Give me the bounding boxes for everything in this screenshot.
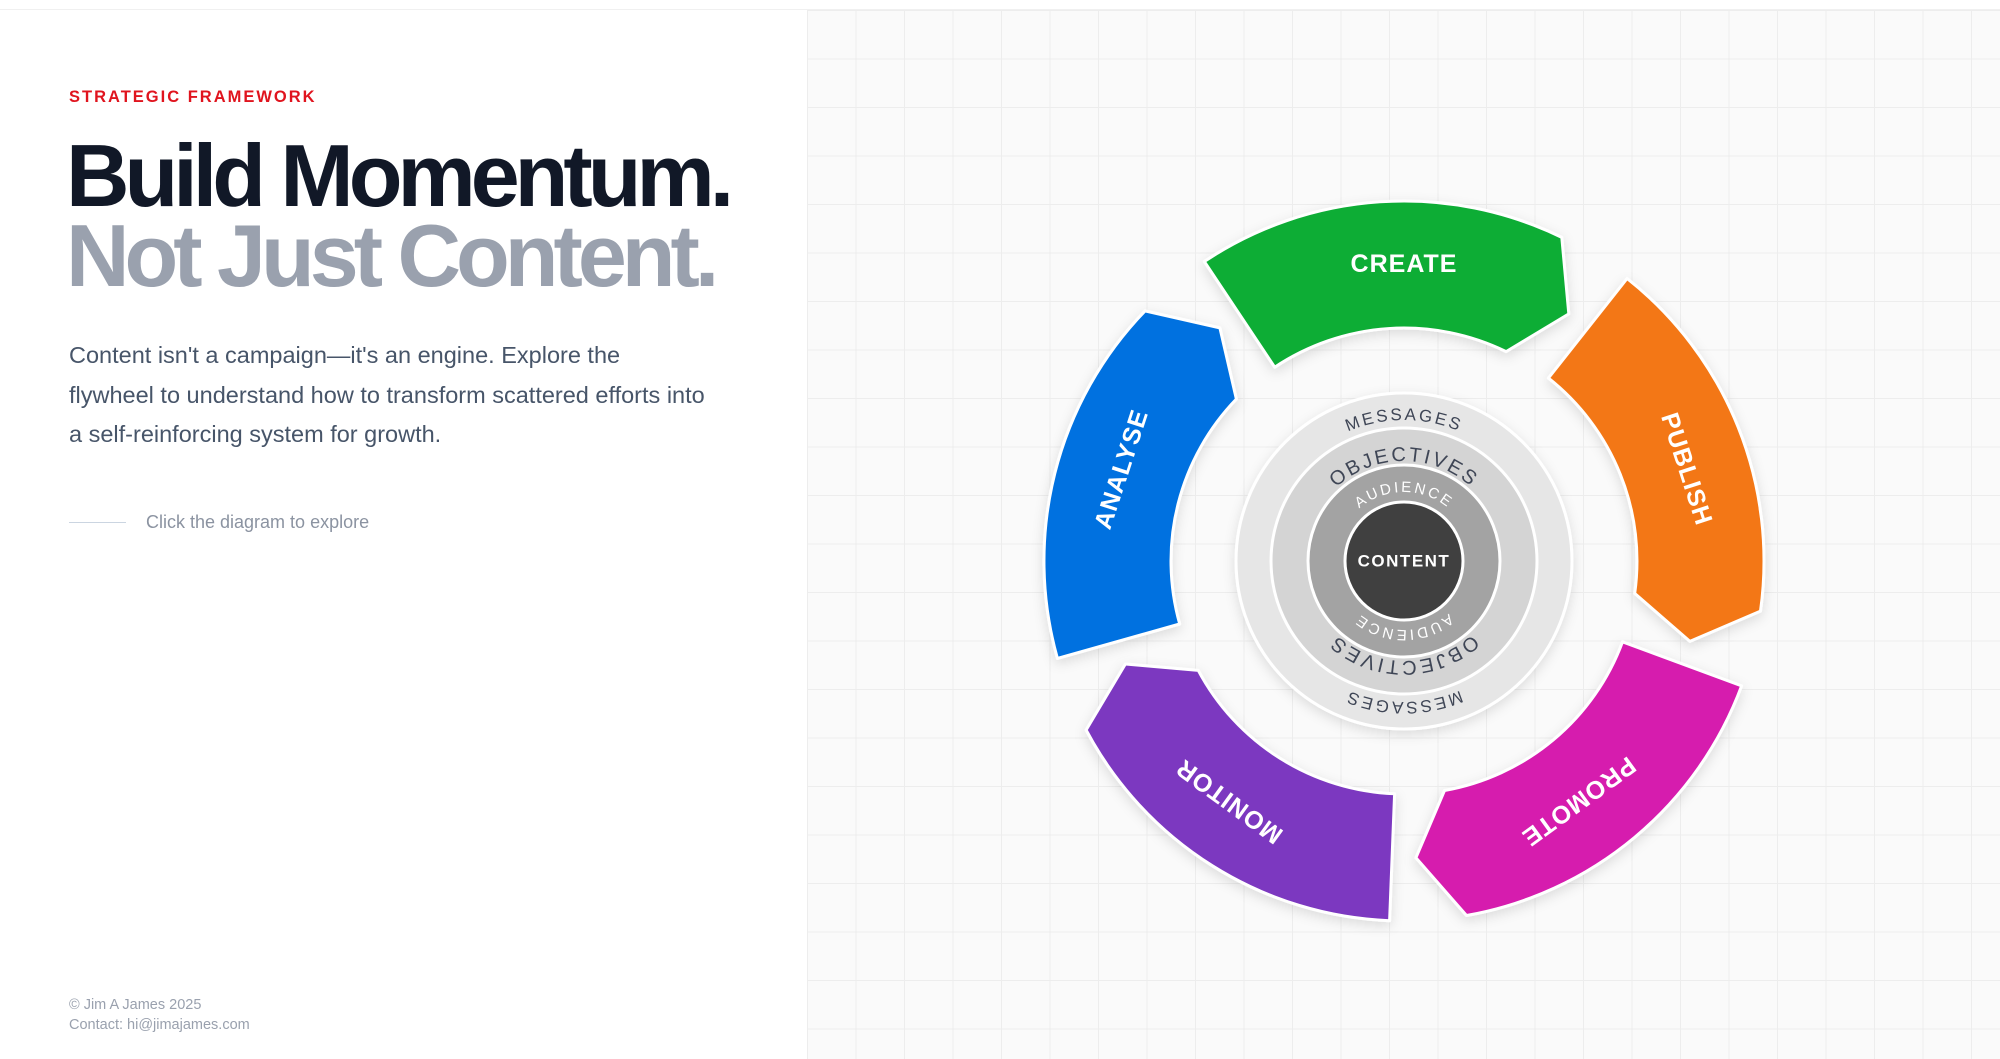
explore-hint: Click the diagram to explore xyxy=(69,512,369,533)
eyebrow-label: STRATEGIC FRAMEWORK xyxy=(69,88,317,106)
headline-line-1: Build Momentum. xyxy=(66,126,734,225)
core-circle[interactable] xyxy=(1343,500,1465,622)
segment-shape[interactable] xyxy=(1084,662,1397,923)
core-content[interactable]: CONTENT xyxy=(1343,500,1465,622)
segment-shape[interactable] xyxy=(1414,640,1744,917)
description: Content isn't a campaign—it's an engine.… xyxy=(69,342,705,447)
footer: © Jim A James 2025 Contact: hi@jimajames… xyxy=(69,996,250,1035)
hint-divider xyxy=(69,522,126,523)
segment-shape[interactable] xyxy=(1042,309,1238,660)
headline-line-2: Not Just Content. xyxy=(66,206,719,305)
core-label: CONTENT xyxy=(1358,552,1451,571)
segment-promote[interactable]: PROMOTE xyxy=(1414,640,1744,917)
headline: Build Momentum. Not Just Content. xyxy=(66,126,734,305)
hint-text: Click the diagram to explore xyxy=(146,512,370,532)
top-border xyxy=(0,0,2000,10)
segment-shape[interactable] xyxy=(1546,277,1766,643)
segment-label: CREATE xyxy=(1351,250,1458,278)
footer-copyright: © Jim A James 2025 xyxy=(69,997,202,1013)
segment-analyse[interactable]: ANALYSE xyxy=(1042,309,1238,660)
segment-create[interactable]: CREATE xyxy=(1202,199,1571,369)
footer-contact: Contact: hi@jimajames.com xyxy=(69,1016,250,1033)
segment-shape[interactable] xyxy=(1202,199,1571,369)
segment-publish[interactable]: PUBLISH xyxy=(1546,277,1766,643)
segment-monitor[interactable]: MONITOR xyxy=(1084,662,1397,923)
